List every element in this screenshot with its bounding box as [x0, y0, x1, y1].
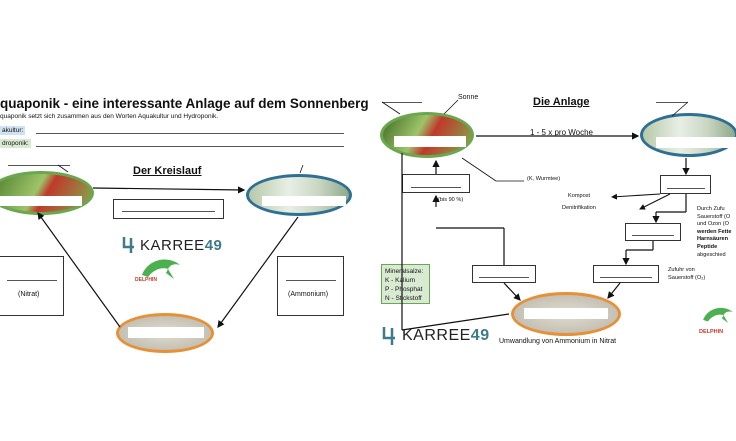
right-plant-bed-image	[380, 112, 474, 158]
left-title: quaponik - eine interessante Anlage auf …	[0, 96, 369, 111]
kalium-note: (K, Wurmtee)	[527, 176, 561, 182]
answer-line	[632, 235, 674, 236]
left-subtitle: quaponik setzt sich zusammen aus den Wor…	[0, 113, 219, 120]
dolphin-icon	[138, 253, 184, 287]
answer-line	[479, 277, 529, 278]
ammonium-box[interactable]: (Ammonium)	[277, 256, 344, 316]
section-title-kreislauf: Der Kreislauf	[133, 165, 202, 177]
dolphin-icon	[700, 302, 736, 330]
right-tank-label-blank[interactable]	[656, 137, 736, 148]
ozone-text: Durch Zufu Sauerstoff (O und Ozon (O wer…	[697, 206, 732, 259]
mineral-item: P - Phosphat	[385, 286, 423, 293]
mineral-salts-box: Mineralsalze: K - Kalium P - Phosphat N …	[381, 264, 430, 304]
delphin-logo-text: DELPHIN	[135, 277, 157, 283]
ozone-line: werden Fette	[697, 228, 732, 235]
answer-line	[600, 277, 652, 278]
tag-hydroponik: droponik:	[0, 139, 31, 148]
zufuhr-line: Zufuhr von	[668, 267, 695, 273]
tank-label-blank[interactable]	[262, 196, 346, 206]
ozone-line: Harnsäuren	[697, 236, 729, 243]
middle-answer-line	[122, 211, 215, 212]
ozone-line: Durch Zufu	[697, 206, 725, 212]
mineral-title: Mineralsalze:	[385, 268, 424, 275]
ozone-line: abgeschied	[697, 251, 726, 258]
right-box-lower-right[interactable]	[593, 265, 659, 283]
mineral-item: N - Stickstoff	[385, 295, 422, 302]
right-filter-label-blank[interactable]	[524, 308, 608, 319]
ammonium-answer-line	[286, 280, 336, 281]
right-box-upper-right[interactable]	[660, 175, 711, 194]
plant-bed-image	[0, 171, 94, 215]
fish-tank-image	[246, 174, 352, 216]
karree-logo-text: KARREE49	[402, 327, 490, 344]
ozone-line: Sauerstoff (O	[697, 213, 731, 220]
right-box-middle[interactable]	[625, 223, 681, 241]
right-title: Die Anlage	[533, 96, 590, 108]
karree-logo-icon	[382, 325, 402, 347]
answer-line	[411, 187, 461, 188]
kompost-label: Kompost	[568, 193, 591, 199]
zufuhr-text: Zufuhr von Sauerstoff (O₂)	[668, 266, 705, 282]
nitrat-label: (Nitrat)	[18, 291, 40, 298]
hydroponik-answer-line[interactable]	[36, 146, 344, 147]
ozone-line: Peptide	[697, 243, 718, 250]
filter-label-blank[interactable]	[128, 327, 204, 338]
middle-answer-box[interactable]	[113, 199, 224, 219]
karree-logo-text: KARREE49	[140, 237, 223, 254]
sonne-label: Sonne	[458, 94, 479, 101]
frequency-label: 1 - 5 x pro Woche	[530, 128, 593, 137]
right-box-lower-left[interactable]	[472, 265, 536, 283]
plant-label-blank[interactable]	[0, 196, 82, 206]
tag-aquakultur: akultur:	[0, 126, 26, 135]
nitrat-answer-line	[7, 280, 57, 281]
umwandlung-label: Umwandlung von Ammonium in Nitrat	[499, 338, 617, 345]
right-fish-tank-image	[640, 113, 736, 157]
karree-logo-icon	[122, 235, 140, 255]
bis90-label: (bis 90 %)	[438, 197, 464, 203]
answer-line	[667, 188, 705, 189]
top-left-answer-line[interactable]	[382, 102, 422, 103]
plant-label-line[interactable]	[8, 165, 70, 166]
top-right-answer-line[interactable]	[656, 102, 688, 103]
ammonium-label: (Ammonium)	[288, 291, 329, 298]
ozone-line: und Ozon (O	[697, 221, 730, 228]
right-plant-label-blank[interactable]	[394, 136, 466, 147]
denitrifikation-label: Denitrifikation	[562, 205, 596, 211]
delphin-logo-text: DELPHIN	[699, 329, 724, 335]
nitrat-box[interactable]: (Nitrat)	[0, 256, 64, 316]
aquakultur-answer-line[interactable]	[36, 133, 344, 134]
mineral-item: K - Kalium	[385, 277, 415, 284]
zufuhr-line: Sauerstoff (O₂)	[668, 275, 706, 281]
